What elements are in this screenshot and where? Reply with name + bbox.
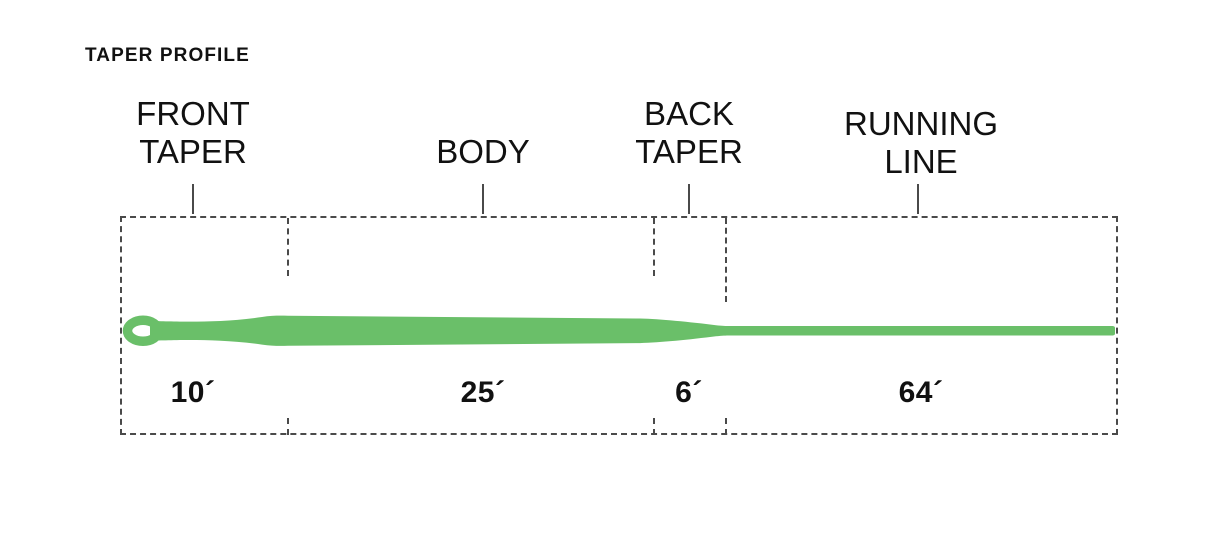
label-tick-body	[482, 184, 484, 214]
divider-front-taper-body-bottom	[287, 418, 289, 435]
divider-body-back-taper-top	[653, 218, 655, 276]
label-tick-running-line	[917, 184, 919, 214]
divider-front-taper-body-top	[287, 218, 289, 276]
divider-body-back-taper-bottom	[653, 418, 655, 435]
measurement-frame	[120, 216, 1118, 435]
label-tick-front-taper	[192, 184, 194, 214]
segment-label-line1: RUNNING	[844, 105, 998, 142]
measure-body: 25´	[460, 376, 506, 409]
measure-back-taper: 6´	[675, 376, 703, 409]
segment-label-line2: TAPER	[635, 133, 743, 170]
measure-running-line: 64´	[898, 376, 944, 409]
segment-label-body: BODY	[436, 133, 530, 171]
segment-label-line1: BODY	[436, 133, 530, 170]
segment-label-line1: FRONT	[136, 95, 250, 132]
divider-back-taper-running-line-top	[725, 218, 727, 302]
segment-label-line2: LINE	[884, 143, 958, 180]
segment-label-line2: TAPER	[139, 133, 247, 170]
measure-front-taper: 10´	[170, 376, 216, 409]
segment-label-line1: BACK	[644, 95, 734, 132]
divider-back-taper-running-line-bottom	[725, 418, 727, 435]
label-tick-back-taper	[688, 184, 690, 214]
page-title: TAPER PROFILE	[85, 45, 250, 66]
